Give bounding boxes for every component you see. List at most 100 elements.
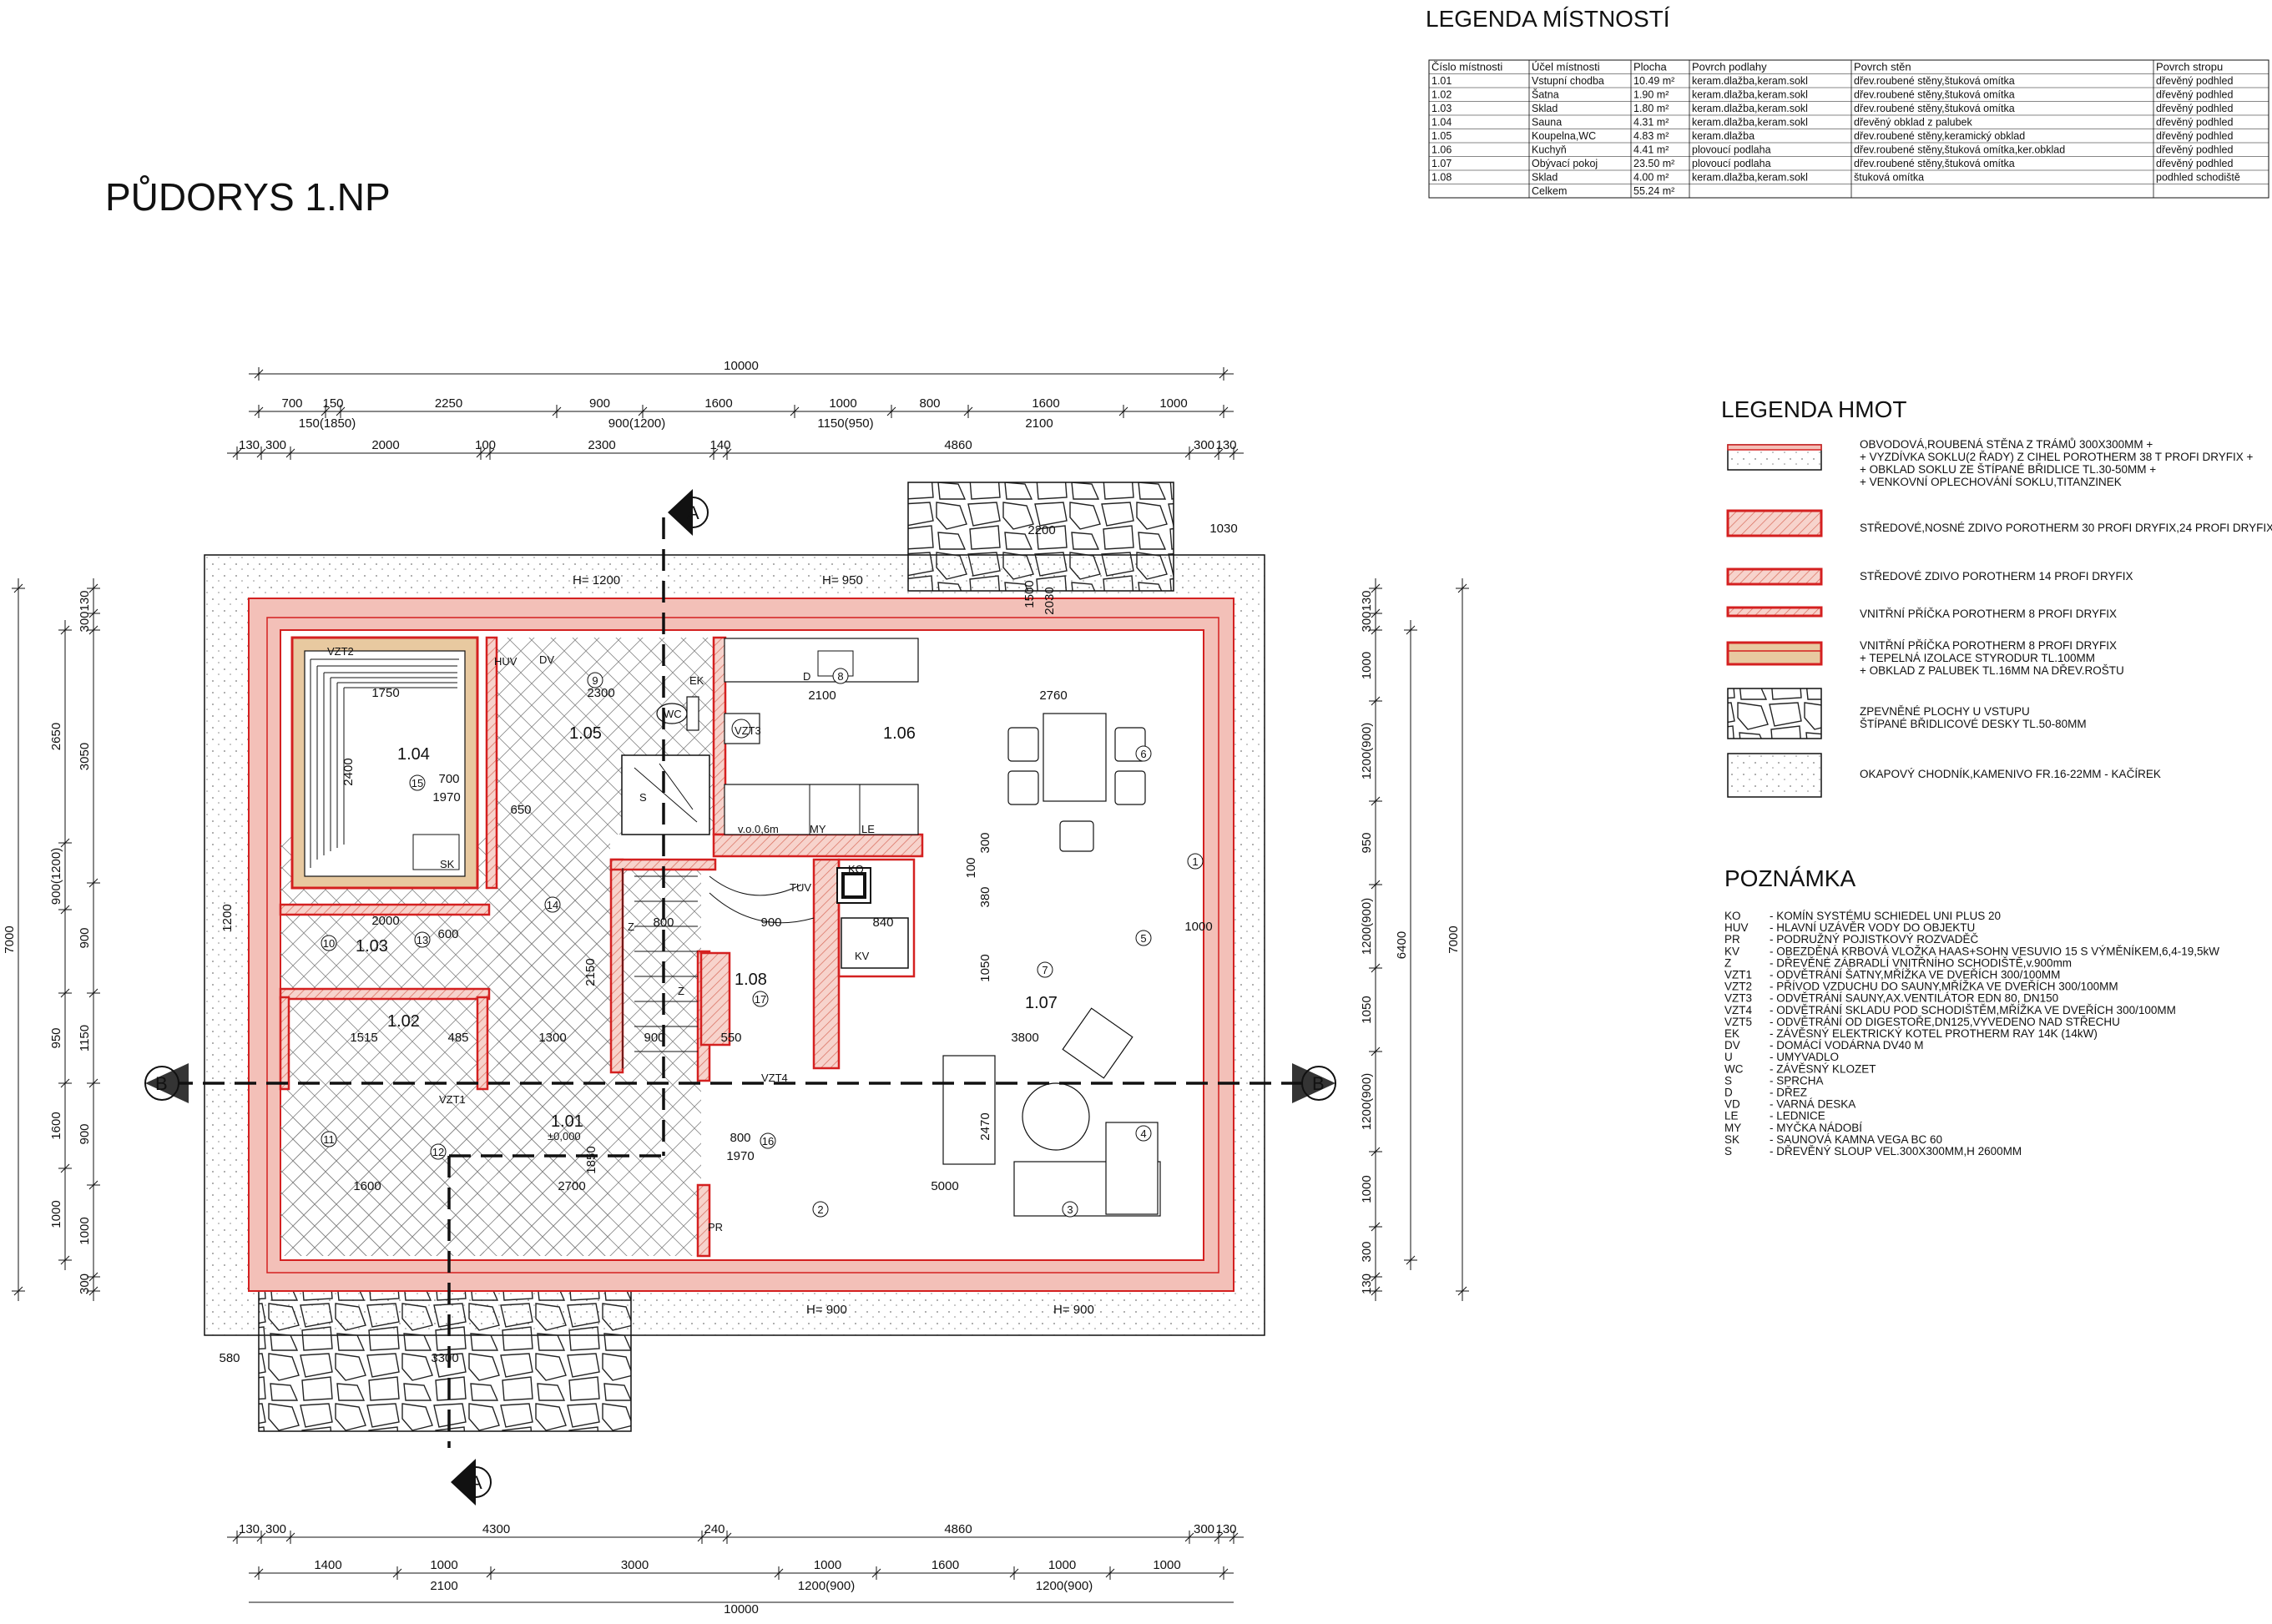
window-number-circle bbox=[760, 1132, 776, 1149]
dimension-label: 800 bbox=[919, 396, 940, 411]
material-legend-line: VNITŘNÍ PŘÍČKA POROTHERM 8 PROFI DRYFIX bbox=[1860, 639, 2117, 652]
sauna-benches bbox=[310, 658, 460, 870]
dimension-label: 10000 bbox=[724, 359, 759, 373]
table-cell: 1.06 bbox=[1431, 144, 1452, 156]
section-a-mark-bottom: A bbox=[451, 1459, 492, 1505]
note-value: - LEDNICE bbox=[1770, 1110, 1825, 1122]
dimension-label: 1000 bbox=[49, 1200, 63, 1228]
dimension-label: 1400 bbox=[314, 1558, 341, 1572]
swatch-wall-14 bbox=[1726, 567, 1823, 586]
svg-text:Z: Z bbox=[628, 920, 634, 933]
room-101-level: ±0,000 bbox=[548, 1130, 581, 1142]
inner-dimension: 1750 bbox=[371, 686, 399, 700]
note-key: KV bbox=[1724, 945, 1739, 957]
material-legend-line: + VENKOVNÍ OPLECHOVÁNÍ SOKLU,TITANZINEK bbox=[1860, 476, 2122, 488]
svg-text:SK: SK bbox=[440, 858, 455, 870]
living-furniture bbox=[942, 1007, 1161, 1217]
window-number: 16 bbox=[762, 1135, 774, 1147]
inner-dimension: 2200 bbox=[1027, 523, 1055, 537]
fireplace bbox=[841, 917, 909, 969]
window-number-circle bbox=[1187, 853, 1204, 870]
dimension-label: 300 bbox=[265, 1522, 286, 1536]
note-key: WC bbox=[1724, 1062, 1744, 1075]
inner-dimension: 1600 bbox=[353, 1179, 381, 1193]
svg-text:TUV: TUV bbox=[790, 881, 811, 894]
dimension-label: 3050 bbox=[78, 743, 92, 770]
table-cell: Sauna bbox=[1532, 117, 1562, 129]
window-number-circle bbox=[414, 931, 431, 948]
note-value: - OBEZDĚNÁ KRBOVÁ VLOŽKA HAAS+SOHN VESUV… bbox=[1770, 945, 2219, 957]
table-cell: dřevěný podhled bbox=[2156, 117, 2233, 129]
inner-dimension: 900 bbox=[760, 915, 781, 930]
material-legend-line: STŘEDOVÉ,NOSNÉ ZDIVO POROTHERM 30 PROFI … bbox=[1860, 522, 2272, 534]
notes: POZNÁMKA KO- KOMÍN SYSTÉMU SCHIEDEL UNI … bbox=[1724, 865, 2219, 1157]
inner-dimension: 1300 bbox=[538, 1031, 566, 1045]
notes-list: KO- KOMÍN SYSTÉMU SCHIEDEL UNI PLUS 20HU… bbox=[1724, 910, 2219, 1157]
dimension-label: 130 bbox=[1360, 590, 1374, 611]
svg-text:H= 950: H= 950 bbox=[822, 573, 863, 588]
table-cell: dřevěný podhled bbox=[2156, 130, 2233, 142]
svg-text:PR: PR bbox=[708, 1221, 723, 1233]
dimension-label: 6400 bbox=[1395, 931, 1409, 959]
inner-dimension: 3300 bbox=[431, 1351, 458, 1365]
material-legend-line: + OBKLAD SOKLU ZE ŠTÍPANÉ BŘIDLICE TL.30… bbox=[1860, 463, 2156, 476]
svg-text:A: A bbox=[687, 502, 699, 523]
table-cell: keram.dlažba,keram.sokl bbox=[1692, 117, 1808, 129]
room-105: 1.05 bbox=[569, 724, 602, 743]
dimension-label: 1000 bbox=[1159, 396, 1187, 411]
svg-text:DV: DV bbox=[539, 653, 554, 666]
note-value: - KOMÍN SYSTÉMU SCHIEDEL UNI PLUS 20 bbox=[1770, 910, 2001, 922]
swatch-bearing-wall bbox=[1726, 509, 1823, 537]
inner-dimension: 3800 bbox=[1011, 1031, 1038, 1045]
room-108: 1.08 bbox=[735, 971, 767, 989]
dimension-label: 1150(950) bbox=[817, 416, 873, 431]
svg-text:A: A bbox=[470, 1472, 482, 1493]
dimension-label: 1000 bbox=[430, 1558, 457, 1572]
table-cell: 4.83 m² bbox=[1633, 130, 1669, 142]
svg-text:S: S bbox=[639, 791, 647, 804]
inner-dimension: 485 bbox=[447, 1031, 468, 1045]
note-key: HUV bbox=[1724, 921, 1749, 934]
kitchen-counter-top bbox=[724, 638, 919, 683]
table-cell: Obývací pokoj bbox=[1532, 158, 1598, 169]
dimension-label: 1200(900) bbox=[1360, 1073, 1374, 1130]
dimension-label: 300 bbox=[78, 611, 92, 632]
dimension-label: 130 bbox=[1215, 438, 1236, 452]
note-key: SK bbox=[1724, 1133, 1739, 1146]
inner-dimension: 2700 bbox=[558, 1179, 585, 1193]
section-b-mark-right: B bbox=[1292, 1063, 1336, 1103]
note-value: - ODVĚTRÁNÍ SKLADU POD SCHODIŠTĚM,MŘÍŽKA… bbox=[1770, 1004, 2176, 1016]
svg-text:H= 900: H= 900 bbox=[806, 1303, 847, 1317]
table-cell: dřevěný podhled bbox=[2156, 158, 2233, 169]
dimension-lines bbox=[12, 367, 1469, 1603]
table-header-cell: Plocha bbox=[1633, 61, 1668, 73]
inner-dimension: 2000 bbox=[371, 914, 399, 928]
page-title: PŮDORYS 1.NP bbox=[105, 174, 391, 219]
dimension-label: 900(1200) bbox=[49, 848, 63, 905]
window-number: 15 bbox=[411, 777, 423, 789]
swatch-paving bbox=[1727, 688, 1822, 739]
svg-text:VZT3: VZT3 bbox=[735, 724, 761, 737]
table-cell: 1.01 bbox=[1431, 75, 1452, 87]
dimension-label: 1000 bbox=[1360, 1175, 1374, 1203]
table-cell: Kuchyň bbox=[1532, 144, 1567, 156]
inner-dimension: 1050 bbox=[978, 954, 992, 981]
dimension-label: 1200(900) bbox=[1360, 898, 1374, 955]
table-cell: Vstupní chodba bbox=[1532, 75, 1604, 87]
note-key: EK bbox=[1724, 1027, 1739, 1040]
svg-text:H= 1200: H= 1200 bbox=[573, 573, 620, 588]
room-103: 1.03 bbox=[356, 937, 388, 956]
note-key: DV bbox=[1724, 1039, 1740, 1052]
dimension-label: 100 bbox=[475, 438, 496, 452]
dimension-label: 300 bbox=[78, 1273, 92, 1294]
table-cell: 55.24 m² bbox=[1633, 185, 1674, 197]
svg-text:B: B bbox=[155, 1073, 168, 1094]
window-number-circle bbox=[1135, 930, 1152, 946]
table-cell: 1.90 m² bbox=[1633, 89, 1669, 101]
inner-dimension: 650 bbox=[510, 803, 531, 817]
material-legend-line: + OBKLAD Z PALUBEK TL.16MM NA DŘEV.ROŠTU bbox=[1860, 664, 2124, 677]
dimension-label: 950 bbox=[1360, 832, 1374, 853]
note-value: - DŘEZ bbox=[1770, 1087, 1807, 1099]
note-key: VZT5 bbox=[1724, 1016, 1752, 1028]
